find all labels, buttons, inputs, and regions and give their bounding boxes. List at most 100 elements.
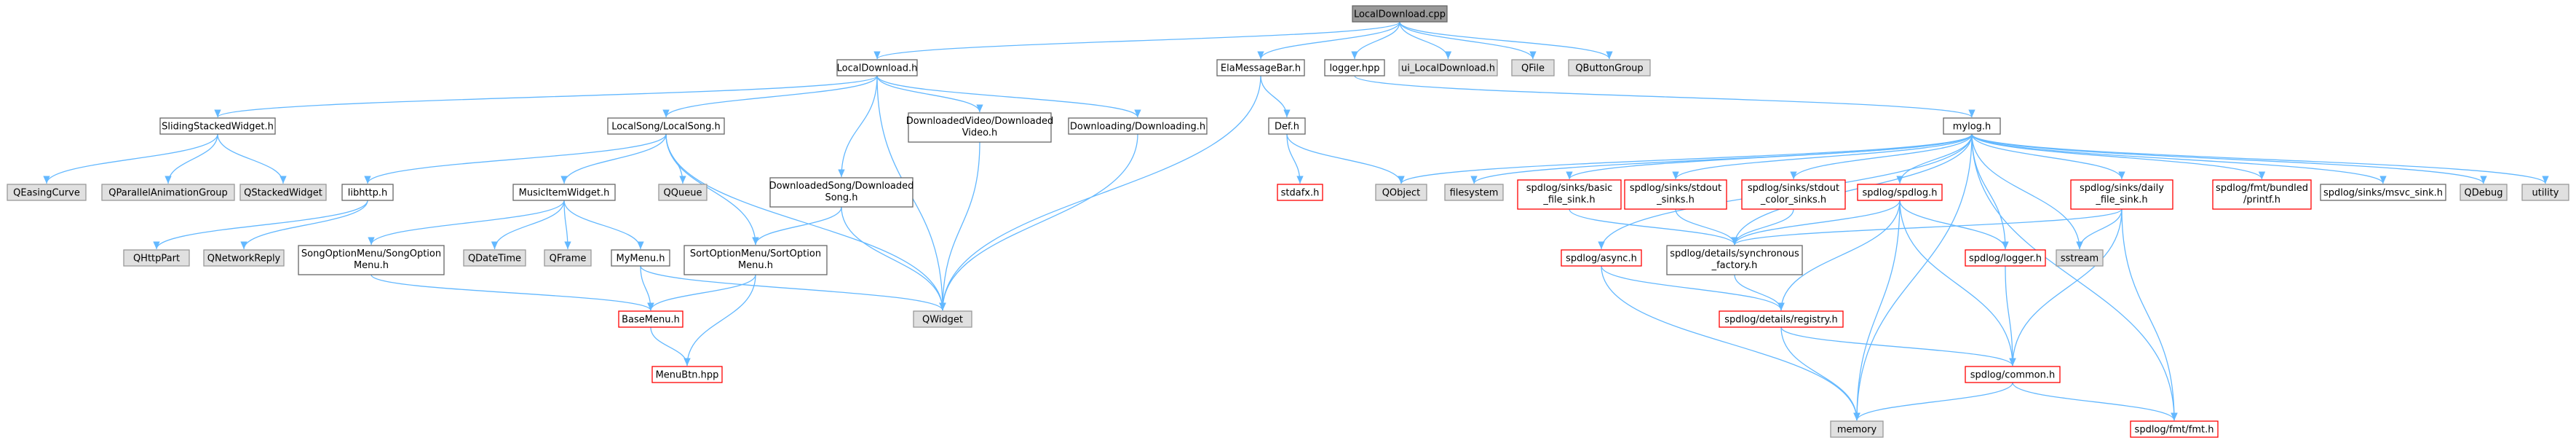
- node-registry-h[interactable]: spdlog/details/registry.h: [1719, 310, 1844, 328]
- node-slidingstackedwidget-h[interactable]: SlidingStackedWidget.h: [159, 117, 276, 135]
- node-label: _file_sink.h: [1542, 195, 1595, 205]
- node-common-h[interactable]: spdlog/common.h: [1965, 366, 2061, 383]
- node-mylog-h[interactable]: mylog.h: [1943, 117, 2001, 135]
- node-filesystem[interactable]: filesystem: [1444, 184, 1504, 201]
- node-downloading-h[interactable]: Downloading/Downloading.h: [1068, 117, 1208, 135]
- edge-registry-h-to-common-h: [1780, 326, 2016, 366]
- node-label: DownloadedVideo/Downloaded: [906, 116, 1054, 127]
- node-qqueue[interactable]: QQueue: [658, 184, 708, 201]
- node-elamessagebar-h[interactable]: ElaMessageBar.h: [1216, 59, 1305, 77]
- node-stdout-sinks-h[interactable]: spdlog/sinks/stdout_sinks.h: [1624, 179, 1727, 210]
- node-label: spdlog/fmt/bundled: [2216, 183, 2308, 194]
- node-qdebug[interactable]: QDebug: [2460, 184, 2508, 201]
- node-qfile[interactable]: QFile: [1511, 59, 1555, 77]
- edge-localdownload-h-to-slidingstackedwidget-h: [214, 75, 878, 118]
- node-box: [1511, 59, 1555, 77]
- edge-localdownload-h-to-localsong-h: [662, 75, 878, 118]
- node-label: _color_sinks.h: [1760, 195, 1826, 205]
- node-synchronous-factory-h[interactable]: spdlog/details/synchronous_factory.h: [1666, 245, 1803, 275]
- edge-localdownload-h-to-downloading-h: [876, 75, 1141, 118]
- node-sstream[interactable]: sstream: [2056, 249, 2104, 267]
- edge-mymenu-h-to-basemenu-h: [640, 265, 654, 311]
- edge-spdlog-h-to-logger-h: [1899, 200, 2009, 250]
- node-label: QParallelAnimationGroup: [108, 188, 227, 199]
- edge-mylog-h-to-utility: [1971, 133, 2549, 184]
- node-mymenu-h[interactable]: MyMenu.h: [611, 249, 670, 267]
- node-label: _factory.h: [1711, 260, 1758, 271]
- node-label: spdlog/async.h: [1566, 254, 1637, 264]
- node-qparallelanimationgroup[interactable]: QParallelAnimationGroup: [101, 184, 235, 201]
- node-logger-hpp[interactable]: logger.hpp: [1324, 59, 1385, 77]
- node-stdafx-h[interactable]: stdafx.h: [1277, 184, 1323, 201]
- node-qobject[interactable]: QObject: [1375, 184, 1427, 201]
- node-box: [123, 249, 190, 267]
- node-downloadedsong-h[interactable]: DownloadedSong/DownloadedSong.h: [769, 177, 914, 208]
- node-basemenu-h[interactable]: BaseMenu.h: [618, 310, 683, 328]
- node-box: [203, 249, 285, 267]
- node-menubtn-hpp[interactable]: MenuBtn.hpp: [651, 366, 723, 383]
- node-basic-file-sink-h[interactable]: spdlog/sinks/basic_file_sink.h: [1517, 179, 1622, 210]
- node-label: spdlog/spdlog.h: [1863, 188, 1938, 199]
- node-qbuttongroup[interactable]: QButtonGroup: [1568, 59, 1651, 77]
- node-qframe[interactable]: QFrame: [544, 249, 592, 267]
- node-box: [1624, 179, 1727, 210]
- node-logger-h[interactable]: spdlog/logger.h: [1965, 249, 2046, 267]
- edge-slidingstackedwidget-h-to-qstackedwidget: [217, 133, 287, 184]
- node-spdlog-h[interactable]: spdlog/spdlog.h: [1857, 184, 1943, 201]
- node-qnetworkreply[interactable]: QNetworkReply: [203, 249, 285, 267]
- edge-mylog-h-to-fmt-h: [1971, 133, 2178, 421]
- edge-daily-file-sink-h-to-synchronous-factory-h: [1731, 208, 2123, 246]
- edge-mylog-h-to-stdout-color-sinks-h: [1790, 133, 1973, 180]
- node-label: DownloadedSong/Downloaded: [769, 181, 914, 192]
- node-box: [101, 184, 235, 201]
- node-printf-h[interactable]: spdlog/fmt/bundled/printf.h: [2212, 179, 2312, 210]
- node-label: mylog.h: [1953, 122, 1992, 133]
- node-label: /printf.h: [2243, 195, 2280, 205]
- node-songoptionmenu-h[interactable]: SongOptionMenu/SongOptionMenu.h: [298, 245, 445, 275]
- node-qwidget[interactable]: QWidget: [913, 310, 972, 328]
- node-box: [512, 184, 616, 201]
- node-box: [1517, 179, 1622, 210]
- node-label: Downloading/Downloading.h: [1070, 122, 1205, 133]
- node-daily-file-sink-h[interactable]: spdlog/sinks/daily_file_sink.h: [2070, 179, 2173, 210]
- edge-musicitemwidget-h-to-qframe: [563, 200, 571, 250]
- node-box: [1666, 245, 1803, 275]
- node-async-h[interactable]: spdlog/async.h: [1561, 249, 1642, 267]
- node-label: QDateTime: [468, 254, 521, 264]
- node-box: [2070, 179, 2173, 210]
- node-label: QFile: [1521, 63, 1545, 74]
- node-label: Menu.h: [354, 260, 389, 271]
- node-qeasingcurve[interactable]: QEasingCurve: [7, 184, 87, 201]
- node-stdout-color-sinks-h[interactable]: spdlog/sinks/stdout_color_sinks.h: [1741, 179, 1846, 210]
- node-ui-localdownload-h[interactable]: ui_LocalDownload.h: [1398, 59, 1498, 77]
- node-qstackedwidget[interactable]: QStackedWidget: [239, 184, 327, 201]
- node-qdatetime[interactable]: QDateTime: [463, 249, 526, 267]
- node-utility[interactable]: utility: [2521, 184, 2569, 201]
- node-box: [2056, 249, 2104, 267]
- node-memory[interactable]: memory: [1830, 420, 1884, 438]
- edge-mylog-h-to-synchronous-factory-h: [1731, 133, 1973, 246]
- edge-common-h-to-memory: [1853, 382, 2013, 421]
- node-fmt-h[interactable]: spdlog/fmt/fmt.h: [2130, 420, 2219, 438]
- node-musicitemwidget-h[interactable]: MusicItemWidget.h: [512, 184, 616, 201]
- node-def-h[interactable]: Def.h: [1268, 117, 1306, 135]
- node-label: QWidget: [922, 315, 963, 326]
- node-localsong-h[interactable]: LocalSong/LocalSong.h: [607, 117, 725, 135]
- node-label: QHttpPart: [133, 254, 180, 264]
- node-qhttppart[interactable]: QHttpPart: [123, 249, 190, 267]
- edge-downloadedvideo-h-to-qwidget: [939, 141, 980, 311]
- node-label: spdlog/sinks/stdout: [1630, 183, 1721, 194]
- edge-spdlog-h-to-synchronous-factory-h: [1731, 200, 1901, 246]
- node-label: QButtonGroup: [1575, 63, 1643, 74]
- node-sortoptionmenu-h[interactable]: SortOptionMenu/SortOptionMenu.h: [683, 245, 828, 275]
- node-libhttp-h[interactable]: libhttp.h: [341, 184, 394, 201]
- node-label: spdlog/fmt/fmt.h: [2135, 425, 2214, 436]
- node-root[interactable]: LocalDownload.cpp: [1352, 5, 1448, 23]
- node-label: MyMenu.h: [617, 254, 665, 264]
- node-box: [1965, 249, 2046, 267]
- edge-mylog-h-to-qobject: [1398, 133, 1973, 184]
- node-msvc-sink-h[interactable]: spdlog/sinks/msvc_sink.h: [2320, 184, 2446, 201]
- node-localdownload-h[interactable]: LocalDownload.h: [836, 59, 918, 77]
- node-box: [1444, 184, 1504, 201]
- node-downloadedvideo-h[interactable]: DownloadedVideo/DownloadedVideo.h: [906, 112, 1054, 143]
